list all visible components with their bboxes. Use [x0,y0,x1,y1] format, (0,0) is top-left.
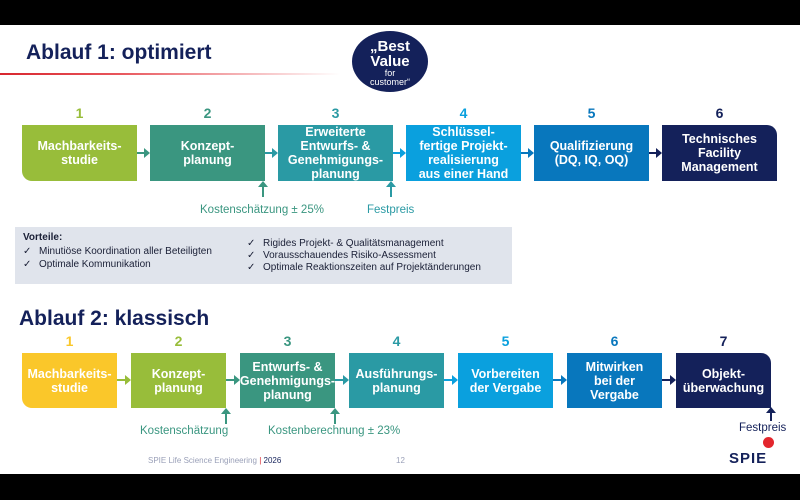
step-box: Technisches Facility Management [662,125,777,181]
milestone-arrow-icon [221,408,231,424]
spie-logo: SPIE [729,450,768,467]
advantage-text: Optimale Reaktionszeiten auf Projektände… [263,262,481,273]
badge-line3: for [384,68,396,78]
advantage-text: Vorausschauendes Risiko-Assessment [263,250,436,261]
step-box: Konzept- planung [150,125,265,181]
footer-year: 2026 [263,456,282,465]
step-number: 3 [283,333,292,349]
step-box: Objekt- überwachung [676,353,771,408]
flow-arrow-icon [553,375,567,385]
milestone-note: Kostenschätzung [140,425,229,437]
advantage-text: Rigides Projekt- & Qualitätsmanagement [263,238,444,249]
spie-logo-dot-icon [763,437,774,448]
step-label: Machbarkeits- studie [37,139,122,167]
step-number: 4 [392,333,401,349]
step-box: Schlüssel- fertige Projekt- realisierung… [406,125,521,181]
advantage-item: ✓ Rigides Projekt- & Qualitätsmanagement [247,238,444,249]
step-number: 5 [501,333,510,349]
milestone-note: Kostenschätzung ± 25% [200,204,324,216]
footer-company-text: SPIE Life Science Engineering [148,456,257,465]
step-label: Mitwirken bei der Vergabe [585,359,644,402]
milestone-arrow-icon [766,407,776,421]
advantage-item: ✓ Minutiöse Koordination aller Beteiligte… [23,246,212,257]
best-value-badge: „Best Value for customer“ [352,31,428,92]
check-icon: ✓ [247,238,256,249]
step-label: Objekt- überwachung [682,366,765,395]
advantage-item: ✓ Vorausschauendes Risiko-Assessment [247,250,436,261]
check-icon: ✓ [23,259,32,270]
step-label: Machbarkeits- studie [27,366,112,395]
step-number: 6 [610,333,619,349]
flow-arrow-icon [265,148,278,158]
step-box: Entwurfs- & Genehmigungs- planung [240,353,335,408]
milestone-note: Kostenberechnung ± 23% [268,425,401,437]
title-underline [0,73,340,75]
step-number: 6 [715,105,724,121]
step-number: 2 [174,333,183,349]
milestone-arrow-icon [258,181,268,197]
flow-arrow-icon [117,375,131,385]
section-title-classic: Ablauf 2: klassisch [19,307,210,330]
step-label: Vorbereiten der Vergabe [469,366,542,395]
badge-line4: customer“ [369,77,410,87]
footer-separator: | [259,456,262,465]
advantage-item: ✓ Optimale Kommunikation [23,259,151,270]
step-box: Mitwirken bei der Vergabe [567,353,662,408]
step-box: Machbarkeits- studie [22,125,137,181]
advantage-item: ✓ Optimale Reaktionszeiten auf Projektänd… [247,262,481,273]
step-label: Entwurfs- & Genehmigungs- planung [239,359,336,402]
step-number: 1 [65,333,74,349]
advantage-text: Minutiöse Koordination aller Beteiligten [39,246,212,257]
step-box: Machbarkeits- studie [22,353,117,408]
flow-arrow-icon [521,148,534,158]
step-label: Konzept- planung [151,366,206,395]
advantages-box: Vorteile: ✓ Minutiöse Koordination aller … [15,227,512,284]
step-label: Technisches Facility Management [681,132,758,174]
step-label: Qualifizierung (DQ, IQ, OQ) [549,139,634,167]
advantages-heading: Vorteile: [23,232,63,243]
flow-arrow-icon [226,375,240,385]
step-number: 5 [587,105,596,121]
step-number: 4 [459,105,468,121]
step-label: Konzept- planung [180,139,235,167]
step-label: Ausführungs- planung [355,366,438,395]
page-number: 12 [396,456,405,465]
footer-company: SPIE Life Science Engineering | 2026 [148,456,281,465]
milestone-note: Festpreis [367,204,415,216]
check-icon: ✓ [247,250,256,261]
section-title-optimized: Ablauf 1: optimiert [26,41,212,64]
advantage-text: Optimale Kommunikation [39,259,151,270]
flow-arrow-icon [393,148,406,158]
flow-arrow-icon [335,375,349,385]
step-number: 1 [75,105,84,121]
slide: Ablauf 1: optimiert „Best Value for cust… [0,25,800,474]
milestone-arrow-icon [386,181,396,197]
flow-arrow-icon [662,375,676,385]
step-box: Vorbereiten der Vergabe [458,353,553,408]
step-number: 3 [331,105,340,121]
step-box: Qualifizierung (DQ, IQ, OQ) [534,125,649,181]
check-icon: ✓ [247,262,256,273]
step-number: 2 [203,105,212,121]
badge-line2: Value [370,53,410,70]
step-box: Ausführungs- planung [349,353,444,408]
step-number: 7 [719,333,728,349]
step-label: Erweiterte Entwurfs- & Genehmigungs- pla… [287,125,384,181]
flow-arrow-icon [649,148,662,158]
flow-arrow-icon [137,148,150,158]
badge-line1: „Best [369,38,410,55]
flow-arrow-icon [444,375,458,385]
check-icon: ✓ [23,246,32,257]
step-box: Konzept- planung [131,353,226,408]
step-label: Schlüssel- fertige Projekt- realisierung… [418,125,509,181]
milestone-note: Festpreis [739,422,787,434]
step-box: Erweiterte Entwurfs- & Genehmigungs- pla… [278,125,393,181]
milestone-arrow-icon [330,408,340,424]
